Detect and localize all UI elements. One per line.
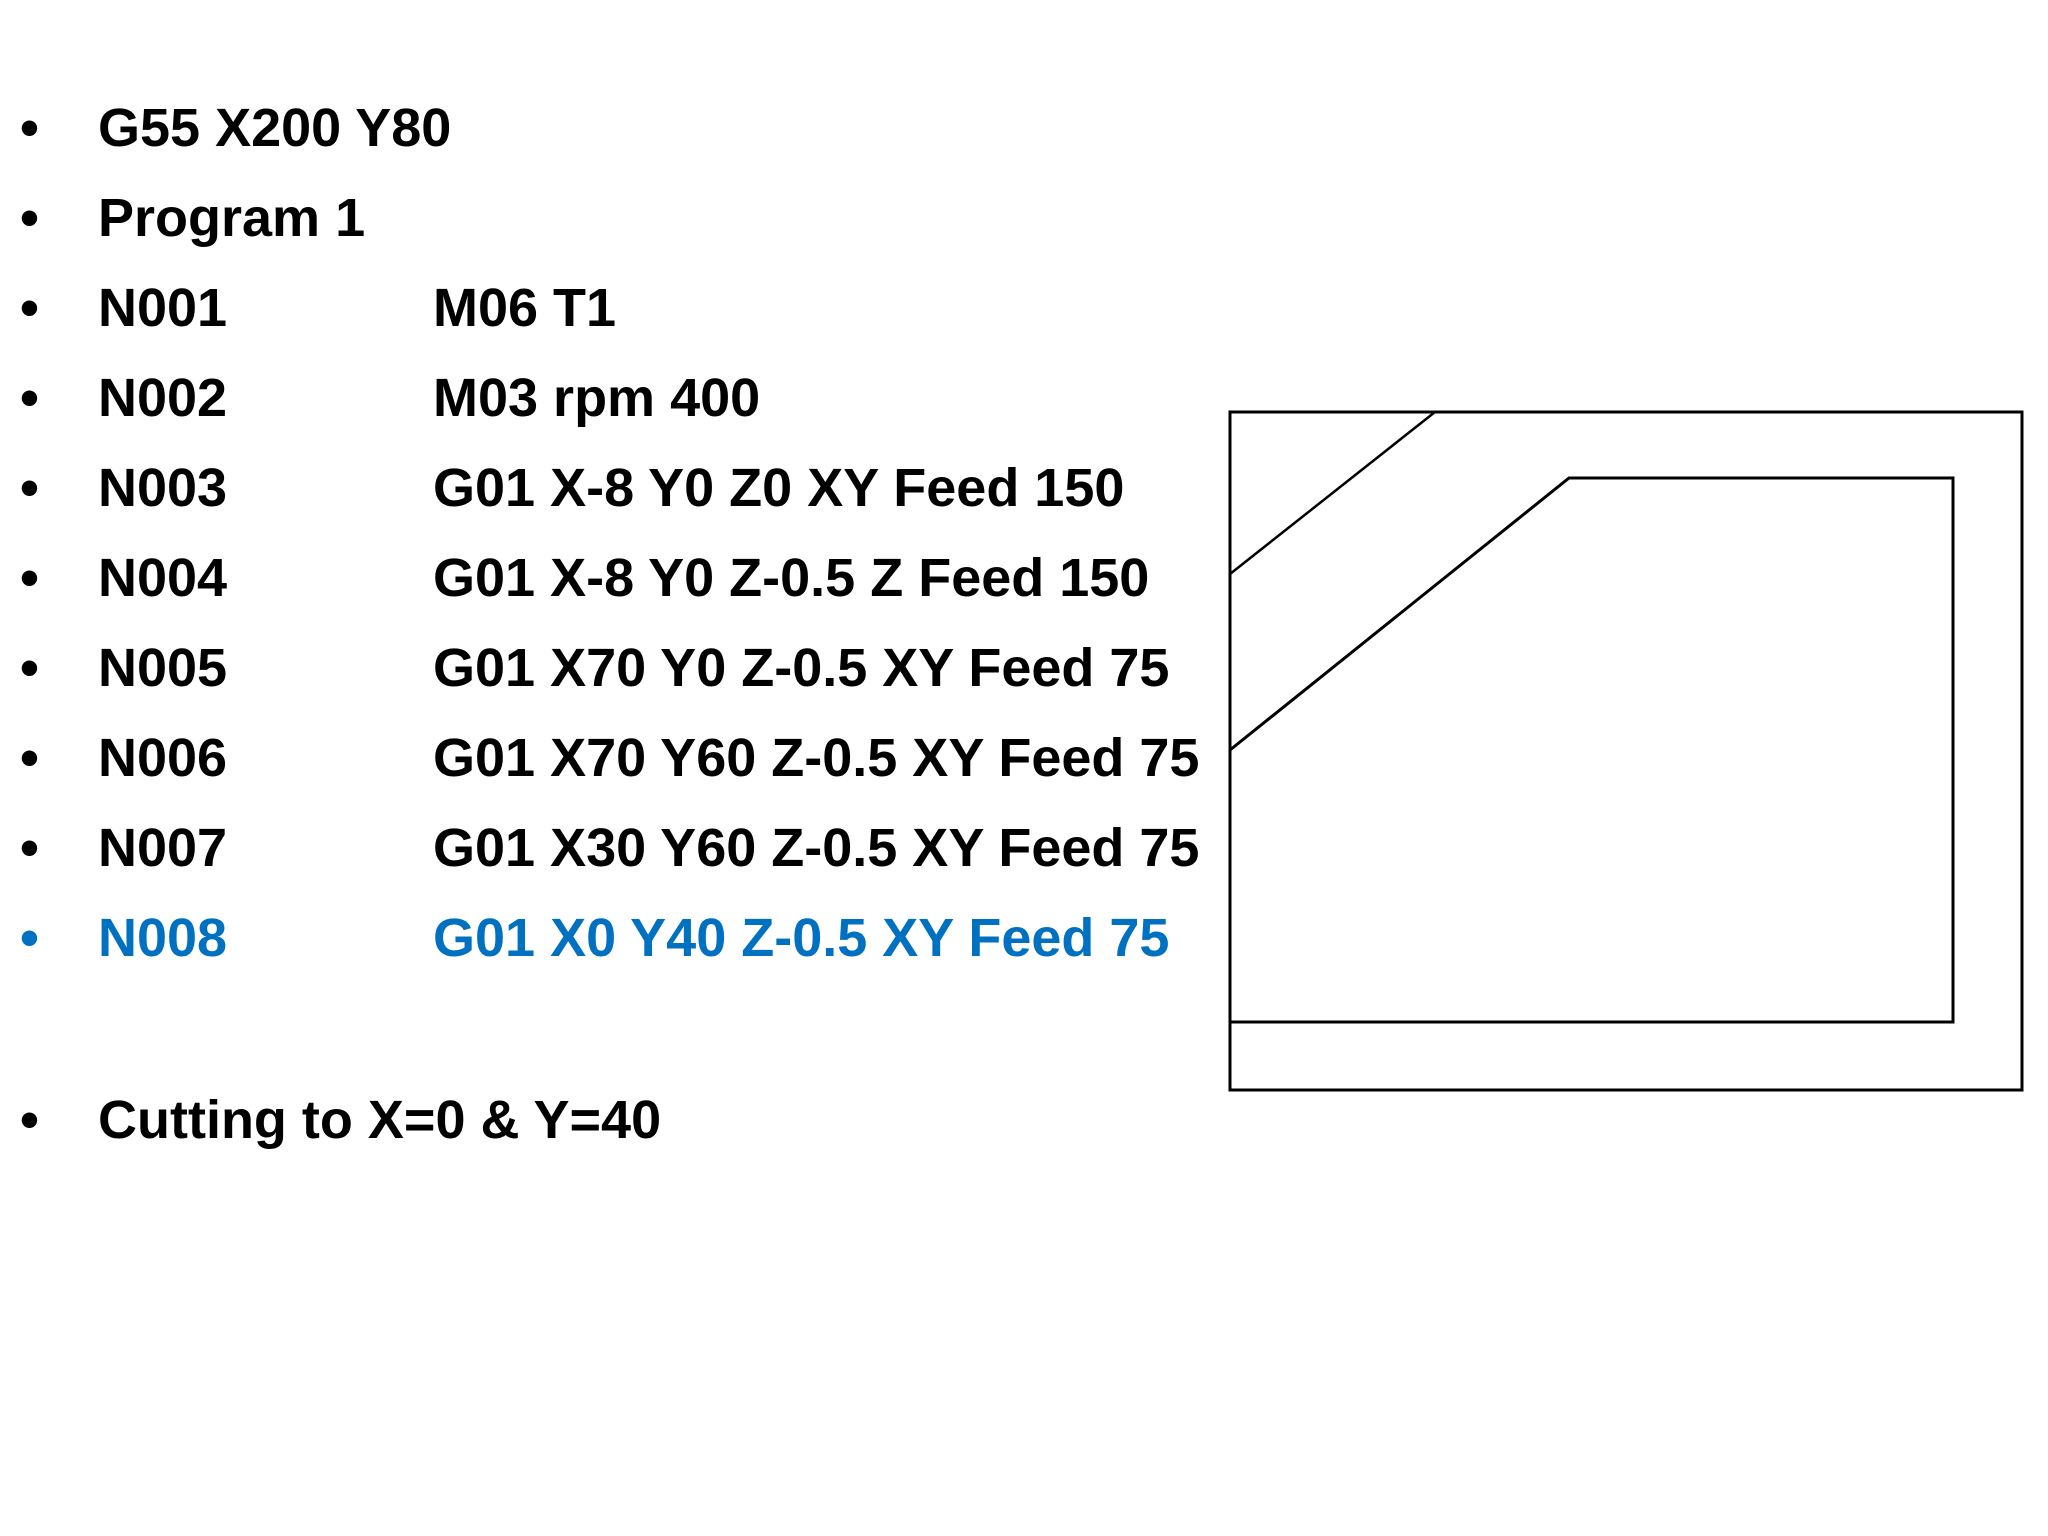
stock-outline	[1228, 410, 2024, 1092]
block-command: M03 rpm 400	[433, 368, 761, 428]
block-number: N008	[98, 908, 228, 968]
block-number: N004	[98, 548, 228, 608]
block-number: N003	[98, 458, 228, 518]
summary-text: Cutting to X=0 & Y=40	[98, 1090, 662, 1150]
block-number: N002	[98, 368, 228, 428]
block-command: M06 T1	[433, 278, 617, 338]
bullet-dot: •	[20, 188, 39, 248]
block-number: N007	[98, 818, 228, 878]
bullet-dot: •	[20, 638, 39, 698]
bullet-dot: •	[20, 368, 39, 428]
block-command: G01 X0 Y40 Z-0.5 XY Feed 75	[433, 908, 1170, 968]
block-number: N006	[98, 728, 228, 788]
block-command: G01 X70 Y60 Z-0.5 XY Feed 75	[433, 728, 1200, 788]
intro-text: G55 X200 Y80	[98, 98, 452, 158]
block-command: G01 X30 Y60 Z-0.5 XY Feed 75	[433, 818, 1200, 878]
block-number: N005	[98, 638, 228, 698]
block-number: N001	[98, 278, 228, 338]
bullet-dot: •	[20, 728, 39, 788]
bullet-dot: •	[20, 278, 39, 338]
bullet-dot: •	[20, 458, 39, 518]
block-command: G01 X-8 Y0 Z0 XY Feed 150	[433, 458, 1125, 518]
bullet-dot: •	[20, 818, 39, 878]
cut-path-inner	[1229, 476, 1955, 1024]
intro-text: Program 1	[98, 188, 366, 248]
block-command: G01 X70 Y0 Z-0.5 XY Feed 75	[433, 638, 1170, 698]
bullet-dot: •	[20, 1090, 39, 1150]
bullet-dot: •	[20, 98, 39, 158]
toolpath-drawing	[1228, 410, 2024, 1092]
block-command: G01 X-8 Y0 Z-0.5 Z Feed 150	[433, 548, 1150, 608]
bullet-dot: •	[20, 548, 39, 608]
bullet-list: • G55 X200 Y80 • Program 1 • N001 M06 T1…	[0, 0, 1230, 1200]
bullet-dot: •	[20, 908, 39, 968]
cut-path-outer	[1229, 411, 1436, 575]
